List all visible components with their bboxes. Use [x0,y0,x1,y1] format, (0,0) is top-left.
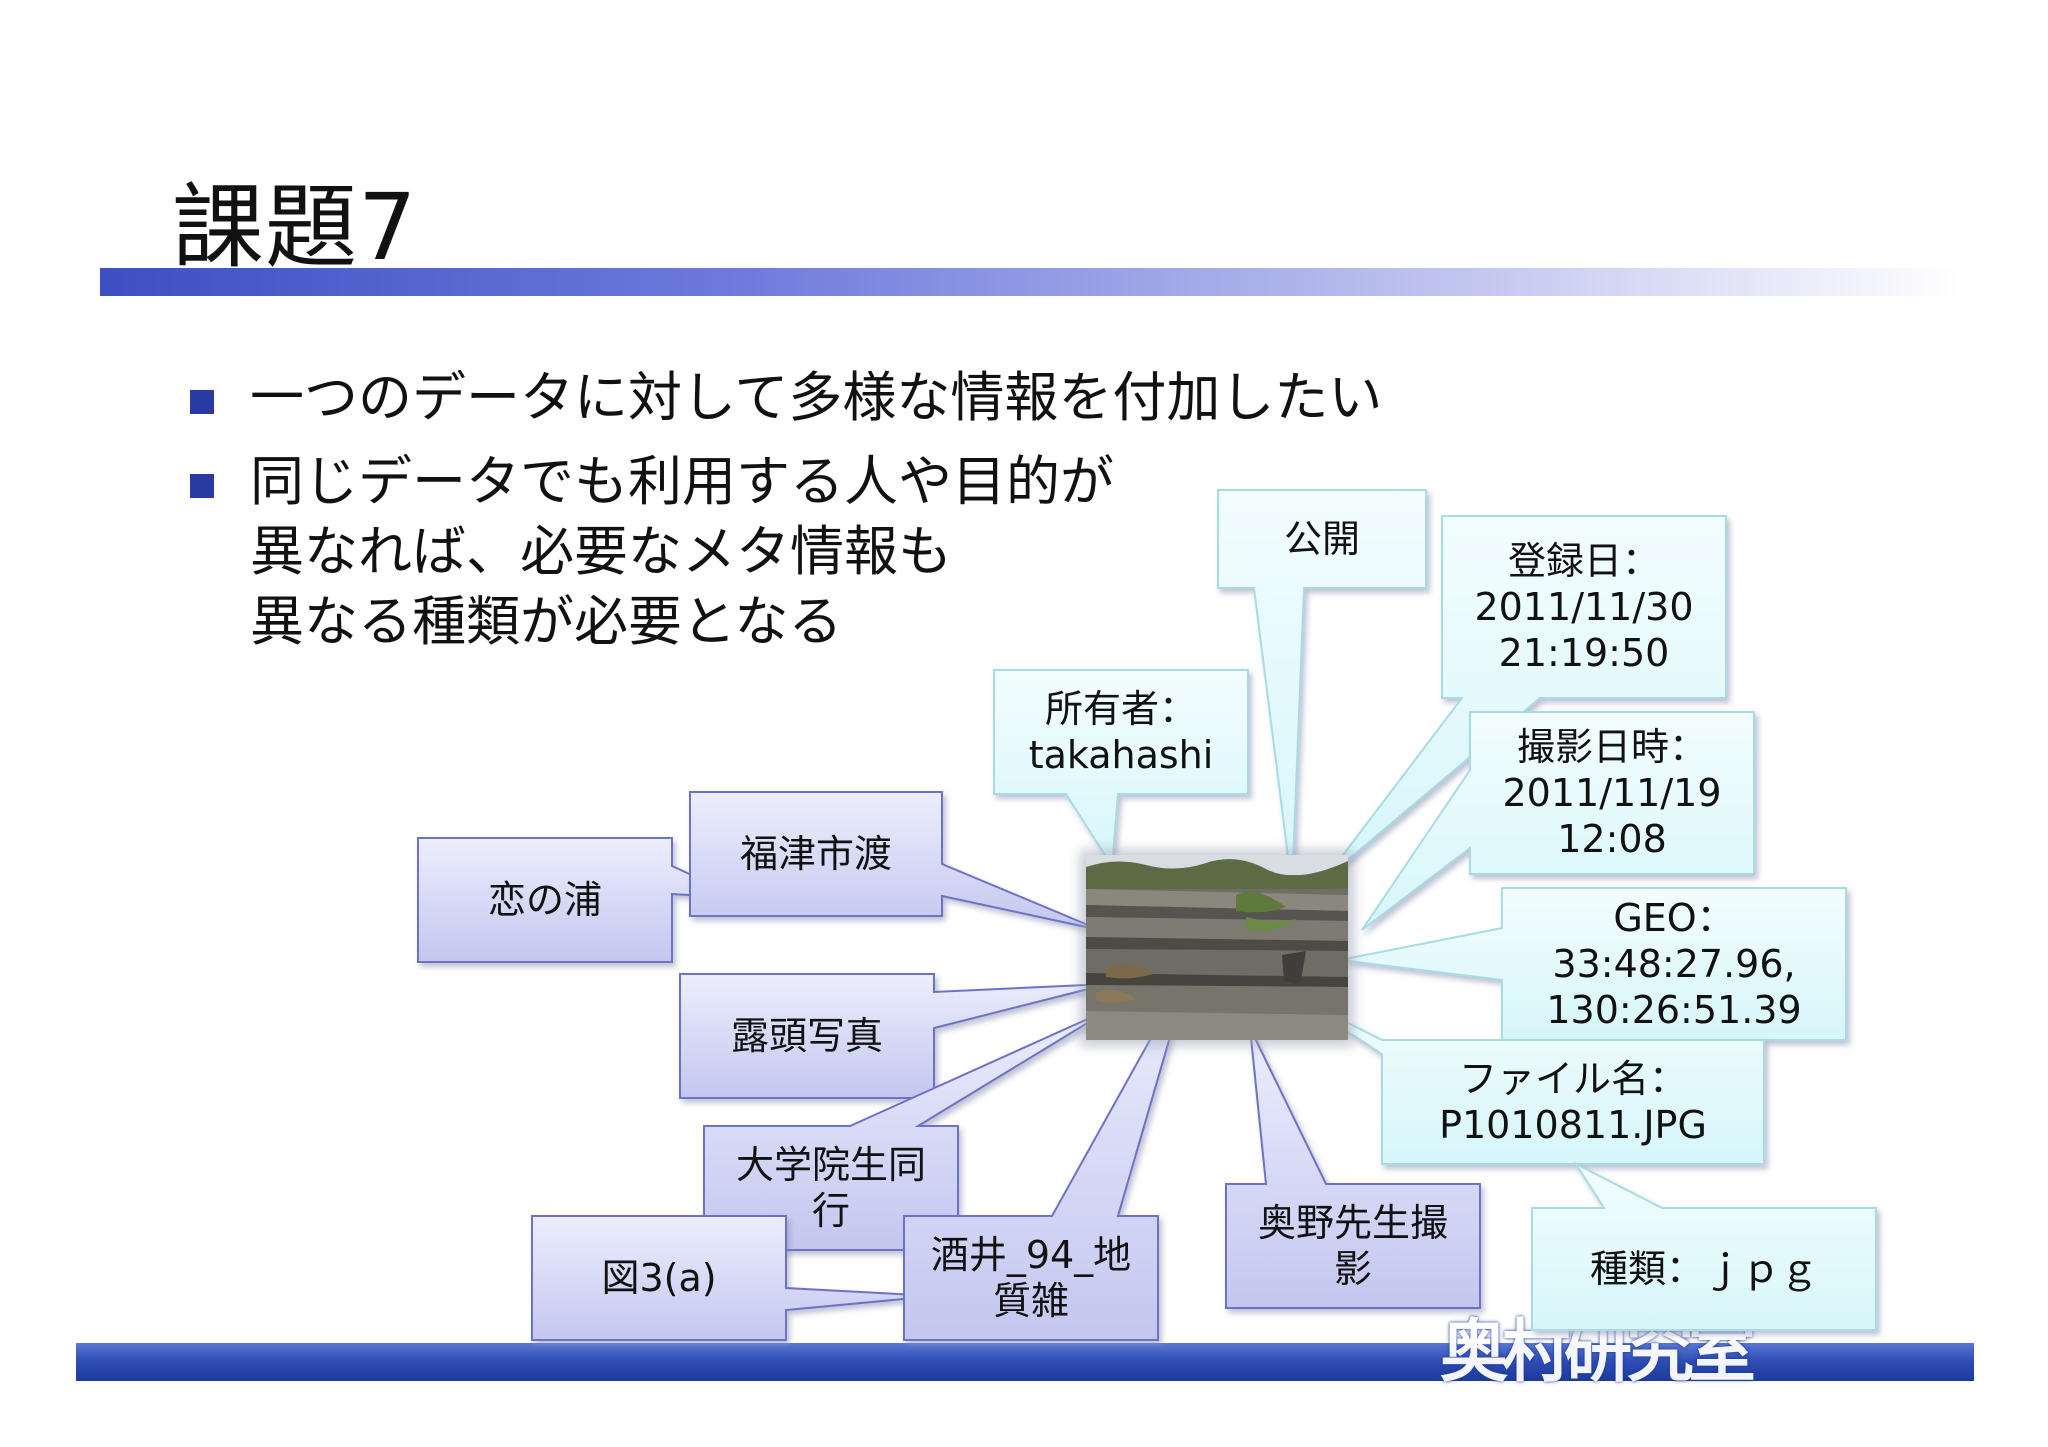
callout-registered [1323,515,1727,881]
label-owner: 所有者： takahashi [1028,687,1214,777]
label-registered: 登録日： 2011/11/30 21:19:50 [1474,539,1694,675]
label-sakai: 酒井_94_地 質雑 [930,1233,1132,1323]
callout-public [1217,489,1427,889]
label-public: 公開 [1283,517,1360,561]
callout-fukutsu [689,791,1101,931]
callout-sakai [903,967,1191,1341]
outcrop-photo [1086,855,1348,1040]
callout-geo [1339,887,1847,1041]
label-rotou: 露頭写真 [730,1014,883,1058]
callout-zu3a [531,1215,937,1341]
bullet-1-text: 一つのデータに対して多様な情報を付加したい [250,366,1383,429]
bullet-2-continuation-2: 異なる種類が必要となる [250,590,843,653]
label-filename: ファイル名： P1010811.JPG [1439,1057,1707,1147]
label-fukutsu: 福津市渡 [739,832,892,876]
callout-shot-datetime [1361,711,1755,931]
callout-owner [993,669,1249,870]
callout-rotou [679,973,1109,1099]
label-zu3a: 図3(a) [601,1256,717,1300]
callout-okuno [1225,1027,1481,1309]
slide-title: 課題7 [172,174,418,281]
title-underline-bar [100,268,1960,296]
bullet-marker [190,390,214,414]
bullet-2-continuation-1: 異なれば、必要なメタ情報も [250,520,952,583]
callout-kind [1531,1161,1877,1331]
bullet-marker [190,474,214,498]
label-koinoura: 恋の浦 [487,878,602,922]
label-daigakuin: 大学院生同 行 [735,1143,926,1233]
bullet-2-text: 同じデータでも利用する人や目的が [250,450,1114,513]
label-shot-datetime: 撮影日時： 2011/11/19 12:08 [1502,725,1722,861]
label-okuno: 奥野先生撮 影 [1257,1201,1448,1291]
label-kind: 種類：ｊｐｇ [1589,1247,1818,1291]
footer-bar [76,1343,1974,1381]
label-geo: GEO： 33:48:27.96, 130:26:51.39 [1546,896,1802,1032]
